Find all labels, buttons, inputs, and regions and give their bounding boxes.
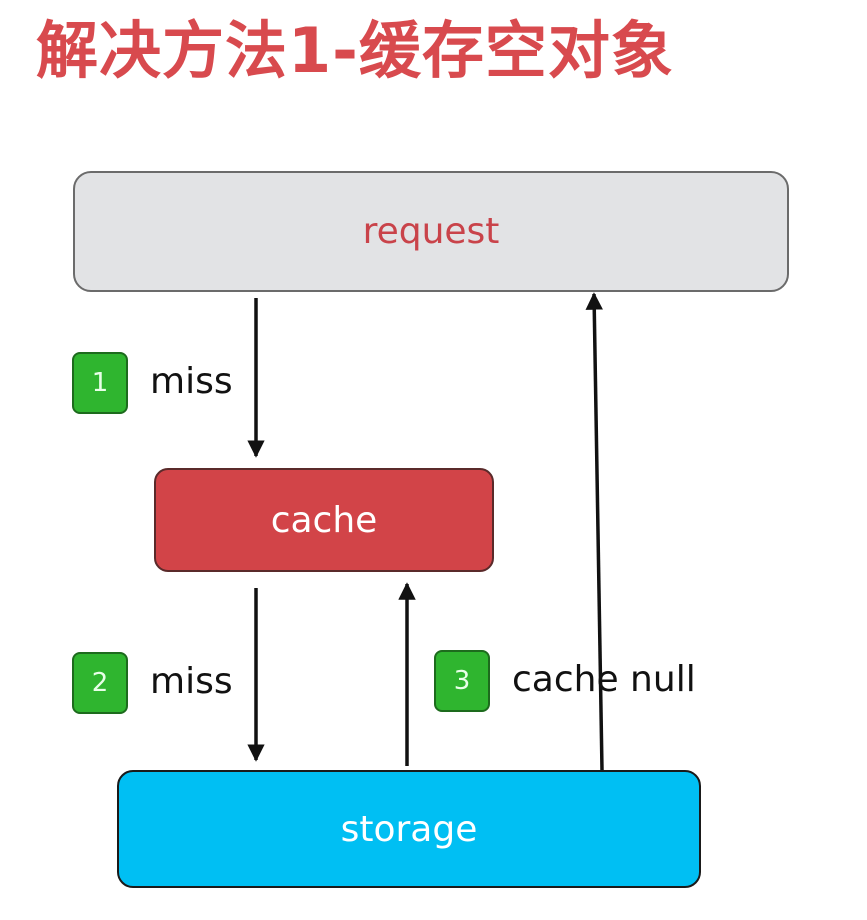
storage-node: storage: [117, 770, 701, 888]
step-badge-3: 3: [434, 650, 490, 712]
step-badge-1: 1: [72, 352, 128, 414]
step-label-1: miss: [150, 361, 233, 402]
cache-node-label: cache: [270, 499, 378, 541]
step-label-2: miss: [150, 661, 233, 702]
request-node: request: [73, 171, 789, 292]
step-badge-2-number: 2: [91, 668, 109, 698]
step-badge-3-number: 3: [453, 666, 471, 696]
arrow-storage-to-request: [585, 292, 604, 771]
step-label-3: cache null: [512, 659, 696, 700]
step-badge-1-number: 1: [91, 368, 109, 398]
page-title: 解决方法1-缓存空对象: [36, 14, 674, 87]
storage-node-label: storage: [340, 808, 478, 850]
cache-node: cache: [154, 468, 494, 572]
request-node-label: request: [362, 211, 500, 252]
step-badge-2: 2: [72, 652, 128, 714]
